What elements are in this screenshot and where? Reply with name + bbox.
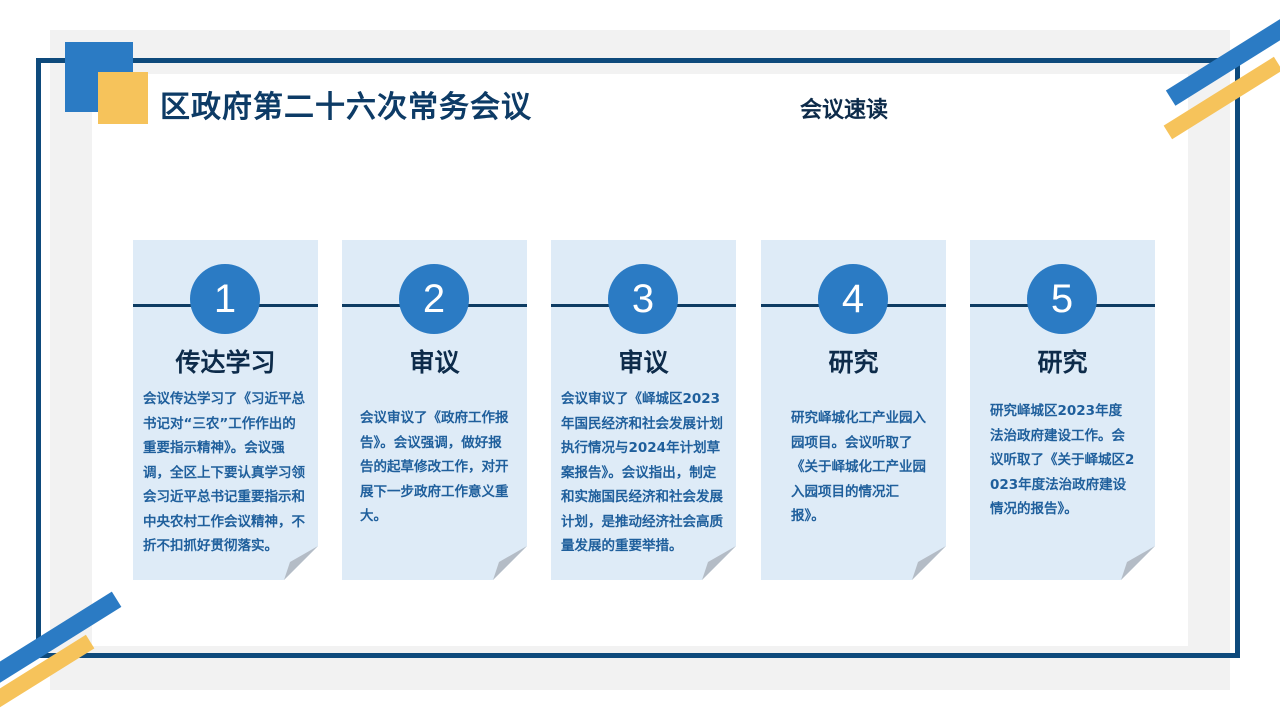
card-title: 审议	[618, 348, 669, 377]
card-number-badge: 4	[818, 264, 888, 334]
card-body: 研究峄城化工产业园入园项目。会议听取了《关于峄城化工产业园入园项目的情况汇报》。	[791, 410, 926, 524]
page-curl-icon	[284, 546, 318, 580]
card-3: 3 审议 会议审议了《峄城区2023年国民经济和社会发展计划执行情况与2024年…	[551, 240, 736, 580]
card-title: 审议	[409, 348, 460, 377]
page-curl-icon	[493, 546, 527, 580]
card-title: 研究	[828, 348, 879, 377]
card-body: 研究峄城区2023年度法治政府建设工作。会议听取了《关于峄城区2023年度法治政…	[990, 403, 1135, 517]
page-curl-icon	[1121, 546, 1155, 580]
navy-frame	[36, 58, 1240, 658]
card-5: 5 研究 研究峄城区2023年度法治政府建设工作。会议听取了《关于峄城区2023…	[970, 240, 1155, 580]
card-body: 会议审议了《峄城区2023年国民经济和社会发展计划执行情况与2024年计划草案报…	[561, 391, 723, 554]
card-number-badge: 5	[1027, 264, 1097, 334]
card-1: 1 传达学习 会议传达学习了《习近平总书记对“三农”工作作出的重要指示精神》。会…	[133, 240, 318, 580]
page-title: 区政府第二十六次常务会议	[160, 90, 532, 125]
card-number-badge: 1	[190, 264, 260, 334]
page-curl-icon	[912, 546, 946, 580]
decor-square-yellow	[98, 72, 148, 124]
card-body: 会议传达学习了《习近平总书记对“三农”工作作出的重要指示精神》。会议强调，全区上…	[143, 391, 305, 554]
card-number-badge: 3	[608, 264, 678, 334]
card-number-badge: 2	[399, 264, 469, 334]
page-subtitle: 会议速读	[800, 98, 889, 123]
card-2: 2 审议 会议审议了《政府工作报告》。会议强调，做好报告的起草修改工作，对开展下…	[342, 240, 527, 580]
card-4: 4 研究 研究峄城化工产业园入园项目。会议听取了《关于峄城化工产业园入园项目的情…	[761, 240, 946, 580]
card-body: 会议审议了《政府工作报告》。会议强调，做好报告的起草修改工作，对开展下一步政府工…	[360, 410, 509, 524]
card-title: 研究	[1037, 348, 1088, 377]
card-title: 传达学习	[175, 348, 276, 377]
page-curl-icon	[702, 546, 736, 580]
